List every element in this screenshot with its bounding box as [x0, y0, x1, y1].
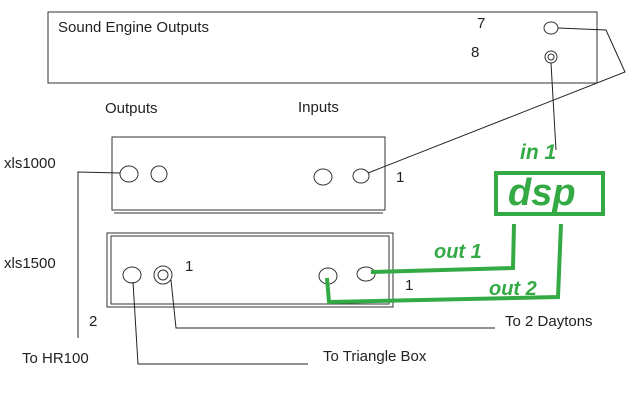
xls1000-input-b — [352, 168, 370, 184]
xls1500-input-b — [356, 266, 376, 282]
xls1500-unit: xls1500 1 1 — [4, 232, 413, 308]
xls1500-output-b — [153, 265, 173, 285]
sound-engine-label: Sound Engine Outputs — [58, 19, 209, 36]
output-number-8: 8 — [471, 44, 479, 61]
dsp-box — [494, 171, 605, 216]
dsp-out2-label: out 2 — [489, 278, 537, 300]
dsp-out1-label: out 1 — [434, 241, 482, 263]
xls1000-unit: xls1000 1 — [4, 136, 404, 214]
output-7-jack — [543, 21, 559, 35]
xls1500-box — [106, 232, 394, 308]
outputs-header: Outputs — [105, 100, 158, 117]
xls1500-input-number: 1 — [405, 277, 413, 294]
xls1500-box-inner — [110, 235, 390, 305]
xls1500-label: xls1500 — [4, 255, 56, 272]
xls1500-output-b-inner — [157, 269, 169, 281]
dsp-input-label: in 1 — [520, 141, 556, 164]
green-wiring — [325, 223, 563, 305]
xls1000-input-number: 1 — [396, 169, 404, 186]
dsp-unit: in 1 dsp out 1 out 2 — [434, 141, 605, 300]
inputs-header: Inputs — [298, 99, 339, 116]
wire-xls1000-to-hr100 — [77, 171, 121, 338]
xls1000-output-b — [150, 165, 168, 183]
xls1000-box — [111, 136, 386, 211]
xls1000-output-a — [119, 165, 139, 183]
output-number-7: 7 — [477, 15, 485, 32]
sound-engine-box — [47, 11, 598, 84]
sound-engine-unit: Sound Engine Outputs 7 8 — [47, 11, 598, 84]
wire-dsp-out2-to-xls1500-in — [325, 223, 563, 305]
wire-out8-to-dsp — [550, 62, 557, 151]
black-wiring — [77, 27, 626, 365]
wire-out7-to-xls1000 — [367, 27, 626, 174]
output-8-jack — [544, 50, 558, 64]
xls1500-output-a — [122, 266, 142, 284]
wire-to-daytons — [170, 279, 495, 329]
to-daytons-label: To 2 Daytons — [505, 313, 593, 330]
wire-number-2: 2 — [89, 313, 97, 330]
xls1000-input-a — [313, 168, 333, 186]
output-8-jack-inner — [547, 53, 555, 61]
xls1000-label: xls1000 — [4, 155, 56, 172]
dsp-label: dsp — [508, 172, 576, 214]
xls1500-output-number: 1 — [185, 258, 193, 275]
to-triangle-label: To Triangle Box — [323, 348, 427, 365]
to-hr100-label: To HR100 — [22, 350, 89, 367]
wire-dsp-out1-to-xls1500-in — [370, 223, 516, 274]
wire-to-triangle — [132, 281, 308, 365]
